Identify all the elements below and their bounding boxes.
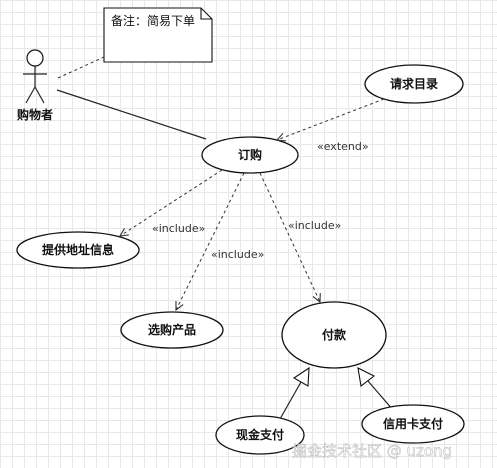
use-case-shape <box>16 231 140 269</box>
use-case-order[interactable]: 订购 <box>201 136 299 174</box>
include-address-dependency <box>120 169 223 236</box>
note[interactable]: 备注：简易下单 <box>103 7 213 63</box>
use-case-shape <box>364 64 464 104</box>
use-case-shape <box>361 404 465 444</box>
extend-dependency <box>277 98 385 140</box>
use-case-shape <box>201 136 299 174</box>
use-case-label: 信用卡支付 <box>383 416 443 431</box>
use-case-cash-payment[interactable]: 现金支付 <box>215 415 305 455</box>
use-case-payment[interactable]: 付款 <box>281 301 387 369</box>
note-text: 备注：简易下单 <box>111 13 195 28</box>
include-address-label: «include» <box>152 222 205 235</box>
use-case-shape <box>120 311 224 349</box>
use-case-label: 选购产品 <box>148 322 196 337</box>
note-anchor-line <box>57 56 105 79</box>
actor-left-leg <box>25 86 36 104</box>
extend-label: «extend» <box>317 140 369 153</box>
use-case-shape <box>215 415 305 455</box>
use-case-label: 现金支付 <box>236 427 284 442</box>
actor-shopper[interactable]: 购物者 <box>17 49 53 122</box>
use-case-select-product[interactable]: 选购产品 <box>120 311 224 349</box>
include-select-label: «include» <box>211 248 264 261</box>
use-case-label: 订购 <box>238 147 262 162</box>
note-shape <box>103 7 213 63</box>
generalization-cash-line <box>279 381 302 420</box>
include-payment-label: «include» <box>288 219 341 232</box>
include-select-dependency <box>176 172 245 310</box>
use-case-credit-card-payment[interactable]: 信用卡支付 <box>361 404 465 444</box>
use-case-request-catalog[interactable]: 请求目录 <box>364 64 464 104</box>
generalization-credit-arrowhead <box>357 367 376 387</box>
use-case-shape <box>281 301 387 369</box>
generalization-cash-arrowhead <box>292 366 310 387</box>
note-fold <box>200 8 212 20</box>
actor-label: 购物者 <box>17 107 53 122</box>
actor-head <box>26 49 44 67</box>
watermark-text: 掘金技术社区 @ uzong <box>292 442 452 460</box>
generalization-credit-line <box>367 380 394 411</box>
include-payment-dependency <box>259 172 320 302</box>
use-case-provide-address[interactable]: 提供地址信息 <box>16 231 140 269</box>
actor-right-leg <box>34 86 45 104</box>
use-case-label: 付款 <box>322 327 347 342</box>
use-case-label: 请求目录 <box>390 76 438 91</box>
use-case-label: 提供地址信息 <box>42 242 114 257</box>
association-line <box>56 89 207 140</box>
